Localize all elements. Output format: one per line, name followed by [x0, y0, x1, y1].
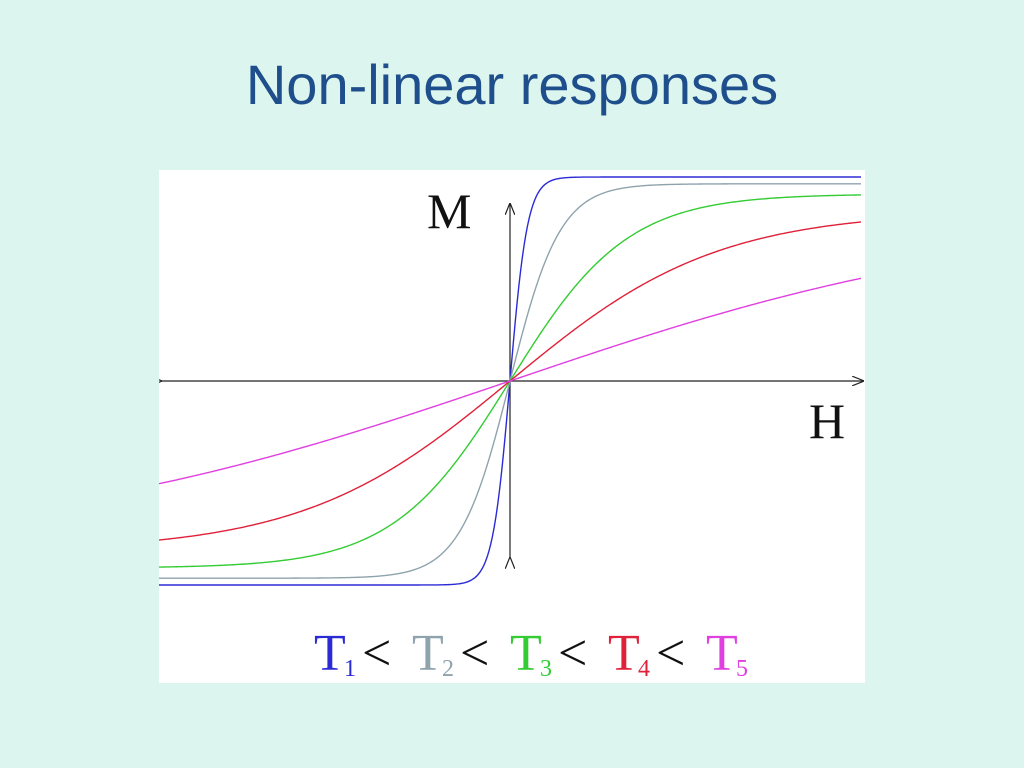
- series-line-t5: [159, 277, 862, 485]
- legend-subscript-t4: 4: [638, 656, 650, 682]
- y-axis-label: M: [427, 183, 471, 239]
- legend-separator: <: [558, 625, 587, 682]
- legend-subscript-t1: 1: [344, 656, 356, 682]
- legend-separator: <: [460, 625, 489, 682]
- legend-label-t2: T: [412, 625, 444, 682]
- magnetization-chart: M H T1<T2<T3<T4<T5: [159, 176, 865, 682]
- slide-title: Non-linear responses: [245, 53, 779, 116]
- legend-label-t5: T: [706, 625, 738, 682]
- legend-label-t4: T: [608, 625, 640, 682]
- legend-separator: <: [656, 625, 685, 682]
- legend-label-t3: T: [510, 625, 542, 682]
- legend-label-t1: T: [314, 625, 346, 682]
- x-axis-label: H: [809, 393, 845, 449]
- legend-subscript-t3: 3: [540, 656, 552, 682]
- legend-separator: <: [362, 625, 391, 682]
- legend-subscript-t5: 5: [736, 656, 748, 682]
- legend: T1<T2<T3<T4<T5: [314, 625, 748, 682]
- legend-subscript-t2: 2: [442, 656, 454, 682]
